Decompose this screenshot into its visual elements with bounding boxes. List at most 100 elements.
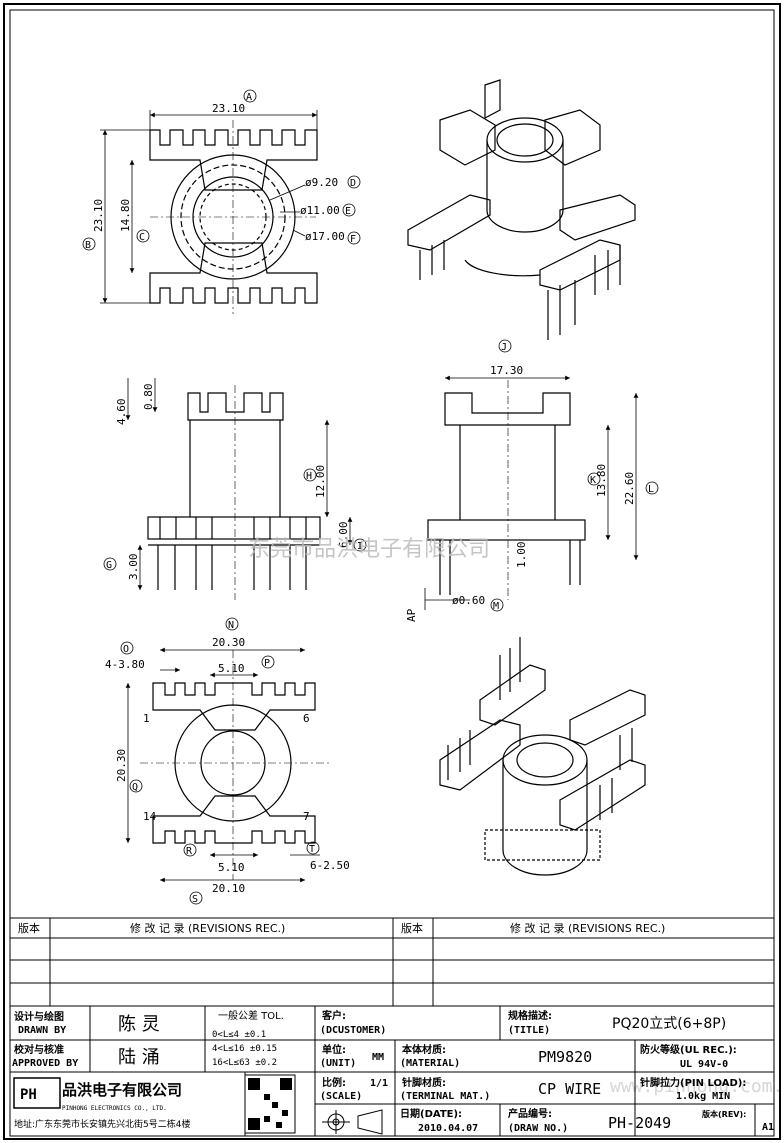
scale-value: 1/1	[370, 1078, 388, 1089]
pin-14: 14	[143, 810, 157, 823]
front-view	[147, 385, 321, 600]
fire-label: 防火等级(UL REC.):	[640, 1043, 737, 1056]
dim-a-value: 23.10	[212, 102, 245, 115]
watermark-url: www.pinhong.com.td	[610, 1076, 784, 1097]
dim-e-value: ø11.00	[300, 204, 340, 217]
revisions-headers: 版本 修 改 记 录 (REVISIONS REC.) 版本 修 改 记 录 (…	[18, 921, 665, 935]
approve-label-cn: 校对与核准	[14, 1043, 64, 1056]
label-t: T	[309, 844, 315, 855]
outer-border	[3, 3, 781, 1140]
top-view	[149, 120, 318, 314]
dim-pin-value: 3.00	[127, 554, 140, 581]
design-label-en: DRAWN BY	[18, 1025, 66, 1036]
label-a: A	[246, 92, 252, 103]
label-j: J	[501, 342, 507, 353]
dim-ap-value: AP	[405, 608, 418, 622]
side-view-dimensions	[424, 375, 639, 610]
title-label-cn: 规格描述:	[508, 1009, 552, 1022]
label-h: H	[306, 471, 312, 482]
label-o: O	[123, 644, 129, 655]
pin-1: 1	[143, 712, 150, 725]
dim-p-value: 5.10	[218, 662, 245, 675]
dim-n-value: 20.30	[212, 636, 245, 649]
label-m: M	[493, 601, 499, 612]
rev-value: A1	[762, 1122, 774, 1133]
designer-name: 陈 灵	[118, 1014, 160, 1035]
dim-j-value: 17.30	[490, 364, 523, 377]
dim-base-value: 6.00	[337, 522, 350, 549]
label-f: F	[350, 234, 356, 245]
bottom-view-dimensions	[125, 647, 320, 883]
dim-l-value: 22.60	[623, 472, 636, 505]
customer-label-cn: 客户:	[321, 1009, 346, 1022]
front-view-dimensions	[125, 378, 353, 590]
label-g: G	[106, 560, 112, 571]
terminal-label-cn: 针脚材质:	[402, 1076, 446, 1089]
dim-t-value: 6-2.50	[310, 859, 350, 872]
dim-body-value: 12.00	[314, 465, 327, 498]
unit-label-en: (UNIT)	[320, 1058, 356, 1069]
tol-row1: 0<L≤4 ±0.1	[212, 1030, 266, 1040]
tol-title: 一般公差 TOL.	[218, 1009, 284, 1022]
label-k: K	[590, 475, 596, 486]
customer-label-en: (DCUSTOMER)	[320, 1025, 386, 1036]
dim-top-value: 4.60	[115, 399, 128, 426]
dim-r-value: 5.10	[218, 861, 245, 874]
scale-label-cn: 比例:	[322, 1076, 346, 1089]
company-name-en: PINHONG ELECTRONICS CO., LTD.	[62, 1105, 167, 1112]
bottom-view-labels: N 20.30 O 4-3.80 5.10 P 1 6 14 7 20.30 Q…	[105, 617, 350, 905]
dim-f-value: ø17.00	[305, 230, 345, 243]
drawno-label-cn: 产品编号:	[508, 1107, 552, 1120]
title-label-en: (TITLE)	[508, 1025, 550, 1036]
isometric-view-top	[407, 79, 636, 340]
top-view-labels: 23.10 A 23.10 B 14.80 C ø9.20 D ø11.00 E…	[82, 89, 361, 251]
label-l: L	[648, 484, 654, 495]
pinload-label: 针脚拉力(PIN LOAD):	[640, 1076, 746, 1089]
company-address: 地址:广东东莞市长安镇先兴北街5号二栋4楼	[14, 1118, 191, 1130]
date-value: 2010.04.07	[418, 1123, 478, 1134]
label-n: N	[228, 620, 234, 631]
label-d: D	[350, 178, 356, 189]
terminal-value: CP WIRE	[538, 1080, 601, 1098]
rev-col3: 版本	[401, 921, 423, 935]
material-label-cn: 本体材质:	[402, 1043, 446, 1056]
projection-symbol	[322, 1109, 383, 1135]
rev-col4: 修 改 记 录 (REVISIONS REC.)	[510, 921, 665, 935]
front-view-labels: 4.60 0.80 12.00 H 6.00 I 3.00 G	[103, 384, 367, 581]
material-value: PM9820	[538, 1048, 592, 1066]
company-logo-text: PH	[20, 1087, 37, 1103]
terminal-label-en: (TERMINAL MAT.)	[400, 1091, 490, 1102]
approve-label-en: APPROVED BY	[12, 1058, 78, 1069]
title-block-text: 设计与绘图 DRAWN BY 陈 灵 校对与核准 APPROVED BY 陆 涌…	[12, 1009, 774, 1135]
date-label: 日期(DATE):	[400, 1107, 462, 1120]
label-e: E	[345, 206, 351, 217]
fire-value: UL 94V-0	[680, 1059, 728, 1070]
label-i: I	[357, 541, 363, 552]
rev-col1: 版本	[18, 921, 40, 935]
label-r: R	[186, 846, 193, 857]
material-label-en: (MATERIAL)	[400, 1058, 460, 1069]
company-logo	[13, 1077, 61, 1109]
unit-label-cn: 单位:	[322, 1043, 346, 1056]
watermark: 东莞市品洪电子有限公司	[248, 537, 490, 562]
dim-k-value: 13.80	[595, 464, 608, 497]
label-b: B	[85, 240, 91, 251]
label-q: Q	[132, 782, 138, 793]
top-view-dimensions	[100, 110, 318, 304]
dim-m-value: ø0.60	[452, 594, 485, 607]
label-c: C	[139, 232, 145, 243]
company-name-cn: 品洪电子有限公司	[62, 1081, 182, 1099]
approver-name: 陆 涌	[118, 1047, 160, 1068]
inner-border	[9, 9, 775, 1137]
drawno-label-en: (DRAW NO.)	[508, 1123, 568, 1134]
unit-value: MM	[372, 1052, 384, 1063]
rev-label: 版本(REV):	[701, 1109, 746, 1119]
spec-title: PQ20立式(6+8P)	[612, 1016, 726, 1032]
dim-b-value: 23.10	[92, 199, 105, 232]
drawno-value: PH-2049	[608, 1114, 671, 1132]
tol-row3: 16<L≤63 ±0.2	[212, 1058, 277, 1068]
isometric-view-bottom	[439, 637, 646, 876]
rev-col2: 修 改 记 录 (REVISIONS REC.)	[130, 921, 285, 935]
dim-o-value: 4-3.80	[105, 658, 145, 671]
